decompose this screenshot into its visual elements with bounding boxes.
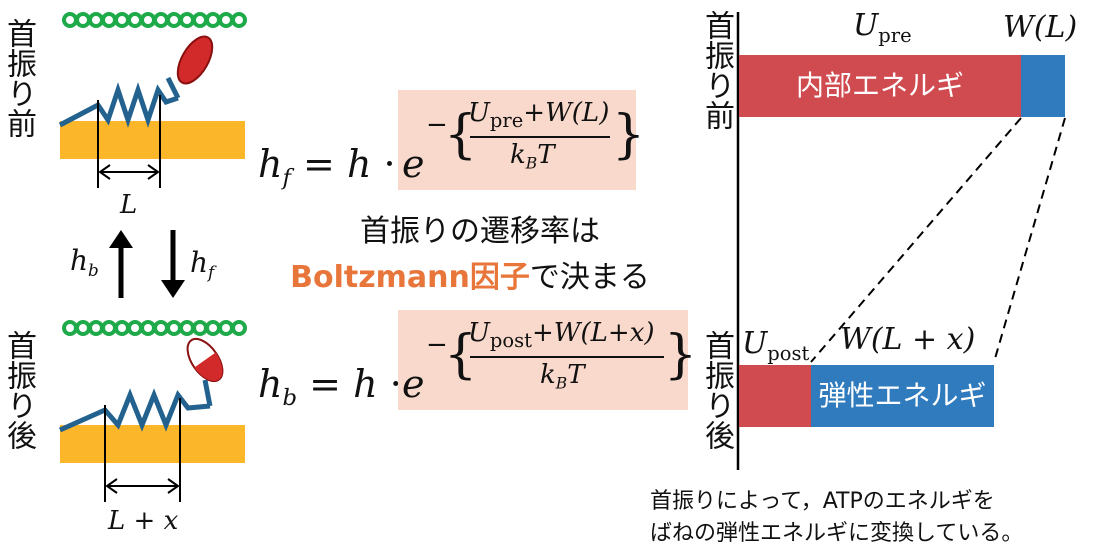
spring	[58, 388, 211, 433]
formula-hf-brace-right: }	[612, 105, 646, 165]
motor-diagram-after	[58, 320, 247, 502]
formula-hf-denominator: kBT	[510, 140, 555, 173]
formula-hf-minus: −	[426, 110, 448, 140]
connector-right	[993, 117, 1066, 363]
right-before-label: 首振り前	[699, 10, 734, 130]
formula-hf-numerator: Upre+W(L)	[468, 98, 610, 132]
formula-hb-fraction-bar	[470, 356, 664, 358]
elastic-energy-label: 弾性エネルギ	[818, 379, 987, 412]
u-pre-label: Upre	[853, 8, 912, 47]
w-lx-label: W(L + x)	[840, 322, 976, 357]
formula-hf-exp-base: e	[402, 142, 425, 186]
formula-hb-exp-base: e	[402, 362, 425, 406]
caption-accent: Boltzmann因子	[290, 260, 530, 295]
formula-hb-lhs: hb = h ·	[258, 362, 402, 411]
formula-hb-box	[398, 310, 688, 410]
energy-diagram	[736, 12, 1066, 470]
motor-diagram-before	[58, 12, 247, 188]
up-arrow	[109, 230, 133, 298]
after-label: 首振り後	[1, 330, 36, 450]
note-line2: ばねの弾性エネルギに変換している。	[650, 521, 1024, 546]
formula-hf-fraction-bar	[470, 136, 610, 138]
length-label-after: L + x	[108, 506, 179, 536]
internal-energy-bar	[739, 55, 1021, 117]
formula-hf-box	[398, 90, 636, 190]
spring	[58, 82, 179, 128]
formula-hb-denominator: kBT	[540, 360, 585, 393]
internal-energy-bar-after	[739, 365, 811, 427]
formula-hb-brace-left: {	[444, 325, 478, 385]
formula-hb-brace-right: }	[664, 325, 698, 385]
rate-back-label: hb	[70, 244, 99, 280]
down-arrow	[161, 230, 185, 298]
w-l-label: W(L)	[1003, 10, 1078, 45]
formula-hf-brace-left: {	[444, 105, 478, 165]
base-track	[60, 121, 245, 159]
formula-hb-numerator: Upost+W(L+x)	[468, 318, 655, 352]
filament-chain	[62, 320, 247, 336]
motor-head	[176, 35, 214, 85]
caption-line2: Boltzmann因子で決まる	[290, 260, 650, 295]
formula-hf-lhs: hf = h ·	[258, 142, 396, 191]
internal-energy-label: 内部エネルギ	[795, 69, 964, 102]
filament-chain	[62, 12, 247, 28]
length-label-before: L	[120, 190, 138, 220]
before-label: 首振り前	[1, 18, 36, 138]
motor-head	[186, 337, 224, 383]
right-after-label: 首振り後	[699, 330, 734, 450]
formula-hb-minus: −	[426, 330, 448, 360]
caption-line1: 首振りの遷移率は	[360, 214, 600, 249]
note-line1: 首振りによって，ATPのエネルギを	[650, 489, 995, 514]
base-track	[60, 425, 245, 463]
spring-energy-bar-before	[1021, 55, 1065, 117]
elastic-energy-bar	[811, 365, 994, 427]
u-post-label: Upost	[742, 326, 810, 365]
rate-forward-label: hf	[190, 246, 215, 282]
connector-mid	[810, 117, 1022, 363]
